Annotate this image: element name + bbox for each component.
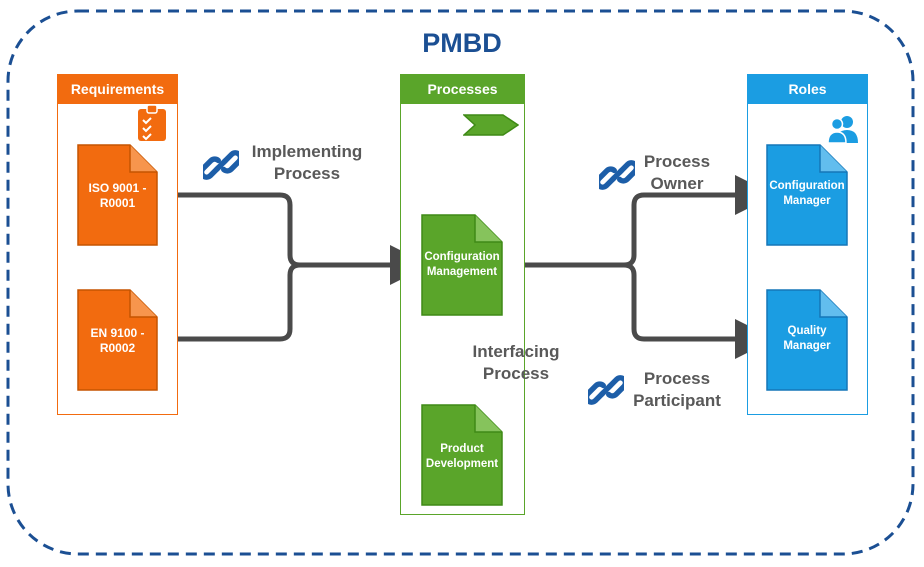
relation-label-interfacing: Interfacing Process [472, 342, 560, 383]
process-doc-product-dev[interactable] [421, 404, 503, 506]
diagram-title: PMBD [422, 28, 502, 58]
clipboard-check-icon [138, 104, 166, 141]
relation-label-participant: Process Participant [633, 369, 721, 410]
role-doc-config-manager[interactable] [766, 144, 848, 246]
connector-iso9001-to-config-mgmt [157, 192, 430, 285]
pmbd-frame [6, 9, 915, 556]
role-label-config-manager-text: Configuration Manager [769, 180, 845, 207]
process-label-product-dev-text: Product Development [425, 443, 499, 470]
processes-lane-header: Processes [400, 74, 525, 104]
requirement-doc-iso9001[interactable] [77, 144, 158, 246]
requirement-label-en9100-text: EN 9100 - R0002 [90, 326, 145, 355]
requirements-lane: Requirements [57, 74, 178, 415]
requirement-label-iso9001: ISO 9001 - R0001 [77, 160, 158, 232]
roles-lane-header: Roles [747, 74, 868, 104]
role-label-quality-manager: Quality Manager [766, 303, 848, 375]
connector-en9100-to-config-mgmt [157, 262, 301, 342]
requirement-label-en9100: EN 9100 - R0002 [77, 305, 158, 377]
process-chevron-icon [463, 114, 519, 136]
requirement-label-iso9001-text: ISO 9001 - R0001 [88, 181, 147, 210]
role-label-config-manager: Configuration Manager [766, 158, 848, 230]
relation-label-owner: Process Owner [643, 152, 711, 193]
connector-config-mgmt-to-quality-manager [623, 262, 775, 359]
requirements-lane-header: Requirements [57, 74, 178, 104]
process-label-product-dev: Product Development [421, 422, 503, 492]
process-label-config-mgmt: Configuration Management [421, 230, 503, 300]
process-label-config-mgmt-text: Configuration Management [424, 251, 500, 278]
requirement-doc-en9100[interactable] [77, 289, 158, 391]
connector-config-mgmt-to-config-manager [502, 175, 775, 268]
process-doc-config-mgmt[interactable] [421, 214, 503, 316]
role-doc-quality-manager[interactable] [766, 289, 848, 391]
relation-label-implementing: Implementing Process [251, 142, 363, 183]
role-label-quality-manager-text: Quality Manager [783, 325, 831, 352]
users-icon [827, 116, 858, 144]
